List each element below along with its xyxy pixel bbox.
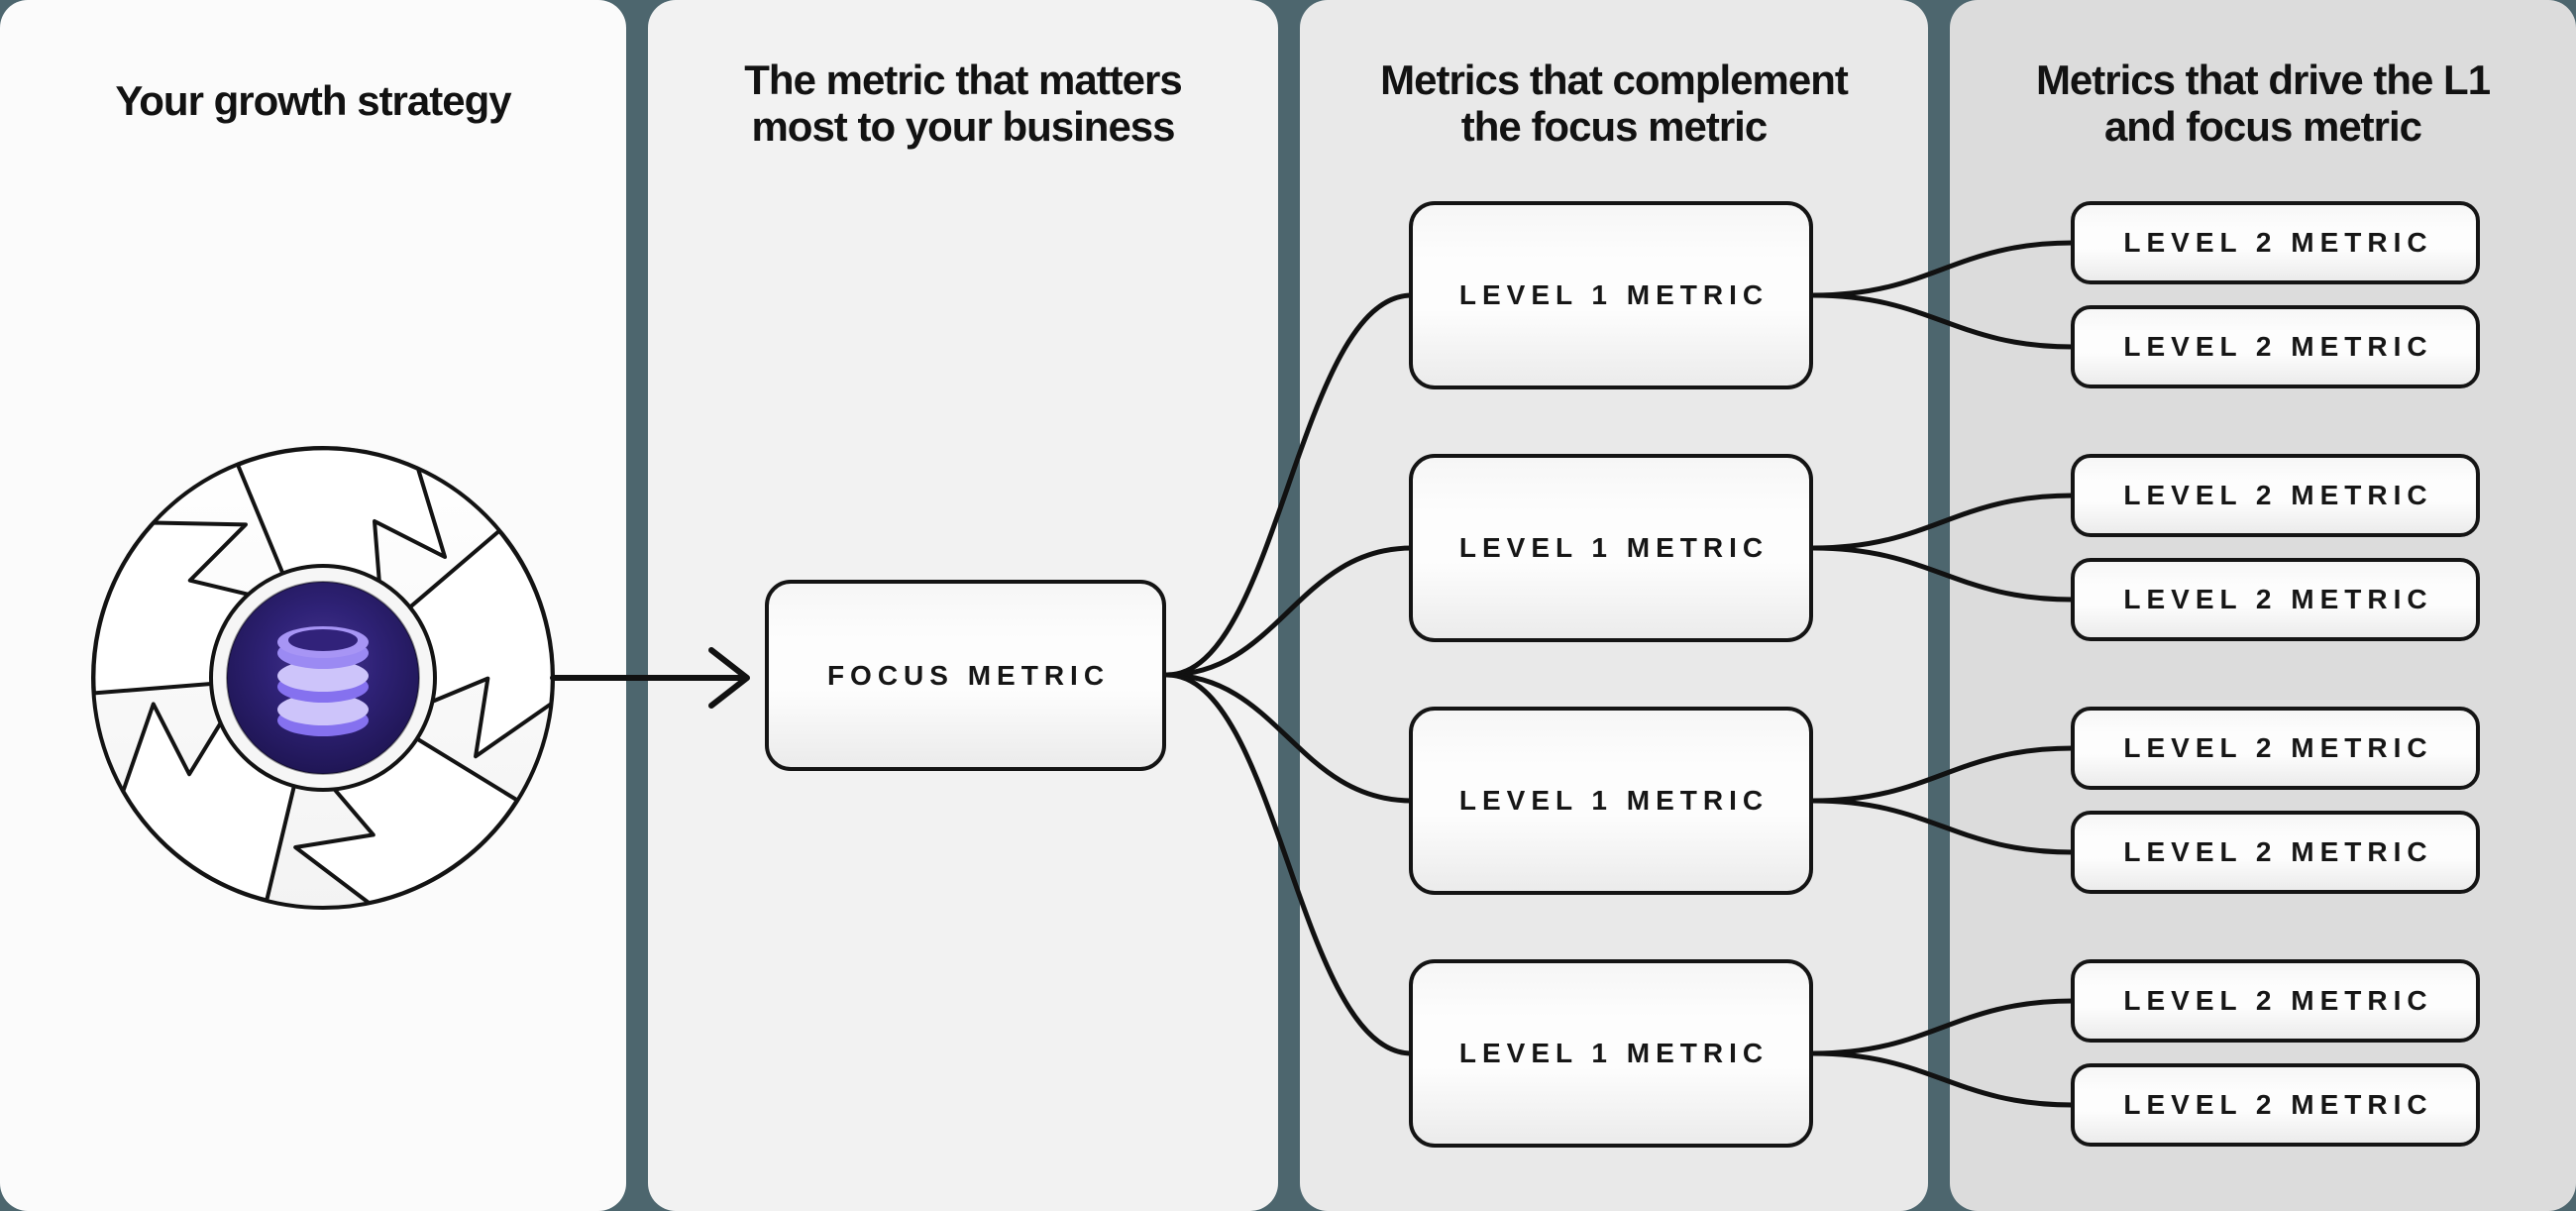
connector	[1810, 292, 2076, 350]
panel-title-line: and focus metric	[2103, 103, 2422, 150]
level2-metric-node-2: LEVEL 2 METRIC	[2071, 305, 2480, 388]
node-label: LEVEL 2 METRIC	[2123, 480, 2433, 510]
connector	[1164, 292, 1415, 678]
level2-metric-node-5: LEVEL 2 METRIC	[2071, 707, 2480, 790]
level2-metric-node-4: LEVEL 2 METRIC	[2071, 558, 2480, 641]
node-label: LEVEL 2 METRIC	[2123, 985, 2433, 1016]
database-icon	[277, 626, 369, 736]
level2-metric-node-8: LEVEL 2 METRIC	[2071, 1063, 2480, 1147]
panel-title-line: Metrics that complement	[1380, 56, 1849, 103]
panel-title-line: Metrics that drive the L1	[2035, 56, 2491, 103]
connector	[1810, 998, 2076, 1056]
node-label: LEVEL 2 METRIC	[2123, 732, 2433, 763]
node-label: LEVEL 2 METRIC	[2123, 227, 2433, 258]
connector	[1810, 493, 2076, 551]
panel-title-line: The metric that matters	[744, 56, 1182, 103]
connector	[1810, 545, 2076, 603]
panel-focus-metric: The metric that matters most to your bus…	[648, 0, 1278, 1211]
focus-metric-node: FOCUS METRIC	[765, 580, 1166, 771]
node-label: LEVEL 2 METRIC	[2123, 1089, 2433, 1120]
panel-title: Metrics that drive the L1 and focus metr…	[1950, 56, 2576, 150]
connector	[1164, 545, 1415, 678]
node-label: LEVEL 1 METRIC	[1458, 279, 1770, 310]
level2-metric-node-1: LEVEL 2 METRIC	[2071, 201, 2480, 284]
panel-title: Your growth strategy	[0, 77, 626, 124]
connector	[1164, 672, 1415, 1056]
node-label: LEVEL 1 METRIC	[1458, 785, 1770, 816]
level1-metric-node-4: LEVEL 1 METRIC	[1409, 959, 1813, 1148]
panel-title-line: the focus metric	[1460, 103, 1768, 150]
level1-metric-node-2: LEVEL 1 METRIC	[1409, 454, 1813, 642]
node-label: LEVEL 2 METRIC	[2123, 331, 2433, 362]
level2-metric-node-3: LEVEL 2 METRIC	[2071, 454, 2480, 537]
level1-metric-node-3: LEVEL 1 METRIC	[1409, 707, 1813, 895]
level1-metric-node-1: LEVEL 1 METRIC	[1409, 201, 1813, 389]
node-label: LEVEL 2 METRIC	[2123, 584, 2433, 614]
panel-title-line: most to your business	[751, 103, 1175, 150]
level2-metric-node-7: LEVEL 2 METRIC	[2071, 959, 2480, 1043]
panel-title: Metrics that complement the focus metric	[1300, 56, 1928, 150]
flywheel-icon	[91, 446, 555, 910]
connector	[1810, 798, 2076, 855]
panel-title-line: Your growth strategy	[115, 77, 511, 124]
arrow-right-icon	[550, 647, 750, 709]
connector	[1810, 240, 2076, 298]
level2-metric-node-6: LEVEL 2 METRIC	[2071, 811, 2480, 894]
node-label: FOCUS METRIC	[826, 659, 1111, 691]
l1-to-l2-connectors	[1810, 240, 2076, 1108]
focus-to-l1-connectors	[1164, 292, 1415, 1056]
connector	[1810, 745, 2076, 804]
connector	[1164, 672, 1415, 804]
node-label: LEVEL 1 METRIC	[1458, 532, 1770, 563]
node-label: LEVEL 1 METRIC	[1458, 1038, 1770, 1068]
node-label: LEVEL 2 METRIC	[2123, 836, 2433, 867]
panel-title: The metric that matters most to your bus…	[648, 56, 1278, 150]
connector	[1810, 1050, 2076, 1108]
